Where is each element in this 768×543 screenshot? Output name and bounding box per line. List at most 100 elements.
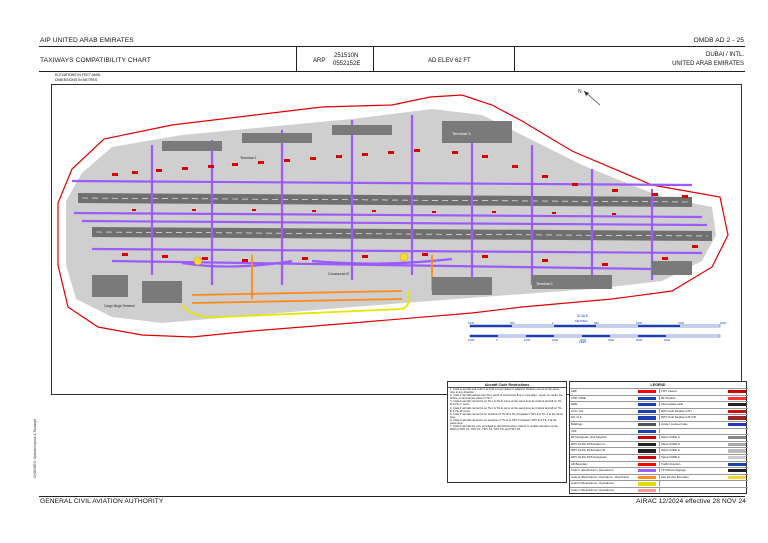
legend-row-right: RWY Hold Stopbar CAT I bbox=[659, 407, 748, 414]
legend-symbol bbox=[638, 462, 656, 466]
scale-feet-tick-label: 1000 bbox=[468, 338, 475, 342]
legend-symbol bbox=[728, 396, 746, 400]
arp-longitude: 0552152E bbox=[333, 61, 361, 67]
scale-title: SCALE bbox=[577, 314, 589, 318]
legend-symbol bbox=[728, 416, 746, 420]
runway-centerline-south bbox=[95, 231, 709, 237]
header-top-rule bbox=[39, 46, 745, 47]
legend-symbol bbox=[638, 482, 656, 486]
scale-feet-tick-label: 3000 bbox=[580, 338, 587, 342]
restriction-note: 7. Code F aircraft are only permitted to… bbox=[450, 425, 558, 432]
legend-row-right: Stand CODE C bbox=[659, 434, 748, 440]
legend-symbol bbox=[638, 403, 656, 407]
scale-feet-tick-label: 5000 bbox=[636, 338, 643, 342]
restriction-note: 6. Code F aircraft cannot be on sections… bbox=[450, 418, 557, 426]
scale-feet-tick-label: 4000 bbox=[608, 338, 615, 342]
legend-label: RWY HLDG POS Designator bbox=[571, 455, 607, 459]
legend-row-right: Stand CODE E bbox=[659, 447, 748, 453]
scale-metre-tick-label: 1000 bbox=[636, 321, 643, 325]
scale-metre-tick-label: 1000 bbox=[468, 321, 475, 325]
north-label: N bbox=[578, 89, 582, 95]
legend-symbol bbox=[728, 449, 746, 453]
legend-label: VOR / DME bbox=[571, 395, 586, 400]
dimension-note: DIMENSIONS IN METRES bbox=[55, 78, 98, 82]
country-name: UNITED ARAB EMIRATES bbox=[672, 61, 744, 67]
legend-label: Stand CODE C bbox=[661, 435, 680, 440]
scale-metre-tick-label: 0 bbox=[552, 321, 554, 325]
legend-symbol bbox=[638, 475, 656, 479]
legend-row-left: RF Designator (Full Stopbar) bbox=[570, 434, 659, 440]
legend-row-left: Code E (Restrictions / Operations - Rest… bbox=[570, 473, 659, 479]
legend-label: Traffic Direction bbox=[661, 461, 681, 466]
legend-symbol bbox=[638, 423, 656, 427]
legend-label: VDF bbox=[571, 428, 577, 433]
legend-label: AD Boundary bbox=[571, 461, 588, 466]
terminal-buildings bbox=[92, 121, 692, 303]
legend-label: RWY Hold Stopbar CAT I bbox=[661, 408, 693, 413]
footer-rule bbox=[39, 496, 745, 497]
legend-symbol bbox=[638, 442, 656, 446]
legend-label: RF Stopbar bbox=[661, 395, 676, 400]
legend-symbol bbox=[728, 475, 746, 479]
legend-row-right: Intermediate Hold bbox=[659, 401, 748, 407]
restriction-note: 2. Code F aircraft parked onto TIL-I sou… bbox=[450, 394, 563, 401]
legend-label: Stand CODE E bbox=[661, 448, 680, 453]
legend-row-left: ARP bbox=[570, 388, 659, 394]
restriction-note: 3. Code F aircraft cannot be on TIL-I & … bbox=[450, 400, 563, 407]
legend-symbol bbox=[728, 403, 746, 407]
legend-row-left: AD Boundary bbox=[570, 460, 659, 466]
legend-label: DME bbox=[571, 402, 578, 407]
legend-symbol bbox=[638, 469, 656, 473]
legend-symbol bbox=[728, 423, 746, 427]
legend-row-left: RWY HLDG POS Pattern B bbox=[570, 447, 659, 453]
legend-label: Buildings bbox=[571, 422, 583, 426]
restriction-note: 1. Code E aircraft and code F aircraft n… bbox=[450, 388, 560, 395]
legend-row-left: DME bbox=[570, 401, 659, 407]
legend-label: Code C (Restrictions / Operations) bbox=[571, 488, 614, 492]
legend-symbol bbox=[728, 436, 746, 440]
legend-row-left: VOR / DME bbox=[570, 394, 659, 400]
legend-row-left: RWY HLDG POS Designator bbox=[570, 454, 659, 460]
scale-feet-tick-label: 0 bbox=[496, 338, 498, 342]
legend-row-left: LOC / ILS bbox=[570, 407, 659, 413]
legend-row-right: TWY Closed bbox=[659, 388, 748, 394]
legend-symbol bbox=[638, 449, 656, 453]
legend-symbol bbox=[638, 436, 656, 440]
legend-symbol bbox=[638, 390, 656, 394]
legend-row-right bbox=[659, 480, 748, 486]
terminal-3-label: Terminal 3 bbox=[452, 131, 471, 136]
cargo-label: Cargo Mega Terminal bbox=[104, 304, 135, 308]
vertical-change-note: CHANGES: Updated layout & Taxiways bbox=[33, 418, 37, 478]
aerodrome-elevation: AD ELEV 62 FT bbox=[428, 58, 471, 64]
chart-title: TAXIWAYS COMPATIBILITY CHART bbox=[40, 57, 151, 64]
terminal-3-building bbox=[442, 121, 512, 143]
legend-symbol bbox=[728, 429, 746, 433]
legend-label: RWY HLDG POS Pattern B bbox=[571, 448, 606, 453]
runway-centerline-north bbox=[81, 197, 689, 203]
legend-row-right: Guide / Lookout Gate bbox=[659, 421, 748, 427]
elevation-note: ELEVATIONS IN FEET AMSL bbox=[55, 73, 102, 77]
legend-label: RF Designator (Full Stopbar) bbox=[571, 435, 607, 440]
code-d-taxiway bbox=[181, 290, 411, 319]
restrictions-title: Aircraft Code Restrictions bbox=[448, 382, 566, 388]
legend-label: RWY HLDG POS Pattern A bbox=[571, 441, 605, 446]
legend-label: Guide / Lookout Gate bbox=[661, 422, 688, 426]
legend-row-left: GS / ILS bbox=[570, 414, 659, 420]
legend-label: LOC / ILS bbox=[571, 408, 584, 413]
airport-map[interactable]: Terminal 3 Terminal 1 Terminal 2 Concour… bbox=[52, 85, 741, 394]
header-divider-1 bbox=[296, 47, 297, 71]
terminal-2-label: Terminal 2 bbox=[536, 282, 553, 286]
scale-feet-label: FEET bbox=[579, 340, 587, 344]
legend-label: Code D (Restrictions / Operations) bbox=[571, 481, 614, 486]
legend-row-left: RWY HLDG POS Pattern A bbox=[570, 440, 659, 446]
legend-label: Code E (Restrictions / Operations - Rest… bbox=[571, 474, 629, 479]
legend-label: Stand CODE F bbox=[661, 455, 680, 459]
legend-symbol bbox=[638, 489, 656, 493]
junction-markers bbox=[193, 252, 409, 266]
arp-label: ARP bbox=[313, 58, 326, 64]
footer-authority: GENERAL CIVIL AVIATION AUTHORITY bbox=[40, 498, 164, 505]
legend-label: TP Without Signage bbox=[661, 468, 686, 473]
legend-row-left: Code D (Restrictions / Operations) bbox=[570, 480, 659, 486]
